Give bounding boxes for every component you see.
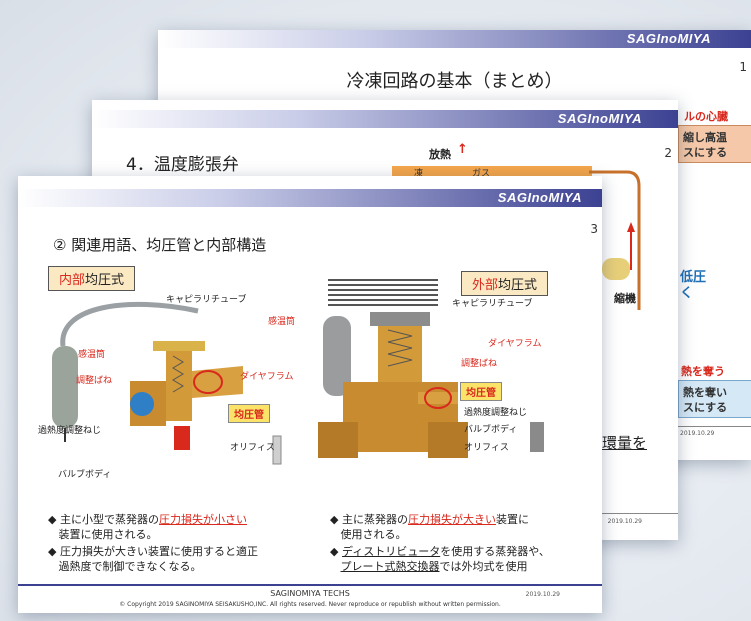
date: 2019.10.29 <box>680 430 715 437</box>
external-equalizer-tag: 外部均圧式 <box>461 271 549 296</box>
heat-release-label: 放熱 <box>429 148 451 161</box>
brand-logo: SAGInoMIYA <box>557 111 642 126</box>
left-bullet-1: ◆ 主に小型で蒸発器の圧力損失が小さい 装置に使用される。 <box>48 512 318 542</box>
left-label-capillary: キャピラリチューブ <box>166 295 247 305</box>
left-b2-line-2: 過熱度で制御できなくなる。 <box>58 560 202 573</box>
left-bullet-2: ◆ 圧力損失が大きい装置に使用すると適正 過熱度で制御できなくなる。 <box>48 544 328 574</box>
compressor-shape <box>602 258 630 280</box>
external-valve-illustration <box>318 279 544 458</box>
slide-3: SAGInoMIYA 3 ② 関連用語、均圧管と内部構造 内部均圧式 外部均圧式… <box>18 176 602 613</box>
page-number: 3 <box>590 222 598 236</box>
footer-copyright: © Copyright 2019 SAGINOMIYA SEISAKUSHO,I… <box>18 601 602 608</box>
snippet-box-2-line-2: スにする <box>683 401 728 414</box>
copyright-icon: © <box>119 601 126 608</box>
left-label-superheat-screw: 過熱度調整ねじ <box>38 426 102 436</box>
refrigerant-pipe <box>589 170 641 310</box>
compressor-label: 縮機 <box>614 292 636 305</box>
footer-org: SAGINOMIYA TECHS <box>270 589 350 598</box>
left-b1-pre: 主に小型で蒸発器の <box>59 513 159 526</box>
bullet-mark: ◆ <box>48 513 57 526</box>
left-label-bulb: 感温筒 <box>78 350 106 360</box>
right-label-body: バルブボディ <box>464 425 518 435</box>
snippet-box-1-line-2: スにする <box>683 146 728 159</box>
date: 2019.10.29 <box>525 591 560 598</box>
footer-copyright-text: Copyright 2019 SAGINOMIYA SEISAKUSHO,INC… <box>127 601 501 608</box>
date: 2019.10.29 <box>607 518 642 525</box>
brand-logo: SAGInoMIYA <box>626 31 711 46</box>
external-tag-highlight: 外部 <box>472 278 499 293</box>
snippet-take: 熱を奪う <box>681 365 725 378</box>
right-b2-plate-hx: プレート式熱交換器 <box>340 560 440 573</box>
brand-logo: SAGInoMIYA <box>497 190 582 205</box>
left-b1-highlight: 圧力損失が小さい <box>158 513 247 526</box>
condenser-label: 凍 <box>414 169 424 179</box>
right-label-spring: 調整ばね <box>461 359 498 369</box>
bullet-mark: ◆ <box>330 545 339 558</box>
up-arrow-icon: ↑ <box>457 142 468 157</box>
right-label-diaphragm: ダイヤフラム <box>488 339 542 349</box>
circulation-text: 環量を <box>602 434 648 452</box>
right-b1-pre: 主に蒸発器の <box>341 513 408 526</box>
snippet-box-1: 縮し高温 スにする <box>678 125 751 163</box>
left-label-diaphragm: ダイヤフラム <box>240 372 294 382</box>
bullet-mark: ◆ <box>48 545 57 558</box>
snippet-box-1-line-1: 縮し高温 <box>683 131 727 144</box>
internal-tag-highlight: 内部 <box>59 273 86 288</box>
right-label-bulb: 感温筒 <box>268 317 296 327</box>
gas-label: ガス <box>472 169 491 179</box>
right-b2-post-1: を使用する蒸発器や、 <box>440 545 550 558</box>
snippet-heart: ルの心臓 <box>684 110 728 123</box>
right-bullet-2: ◆ ディストリビュータを使用する蒸発器や、 プレート式熱交換器では外均式を使用 <box>330 544 600 574</box>
right-label-superheat-screw: 過熱度調整ねじ <box>464 408 528 418</box>
divider <box>678 426 751 427</box>
page-number: 2 <box>664 146 672 160</box>
internal-valve-illustration <box>52 301 282 465</box>
internal-tag-text: 均圧式 <box>85 273 125 288</box>
slide-title: 4．温度膨張弁 <box>126 155 239 175</box>
snippet-ku: く <box>680 286 694 301</box>
slide-2-header-band <box>92 110 678 128</box>
slide-title: 冷凍回路の基本（まとめ） <box>346 71 563 92</box>
snippet-box-2: 熱を奪い スにする <box>678 380 751 418</box>
slide-3-header-band <box>18 189 602 207</box>
left-label-orifice: オリフィス <box>230 443 275 453</box>
left-label-equalizer: 均圧管 <box>228 404 270 423</box>
page-number: 1 <box>739 60 747 74</box>
right-label-orifice: オリフィス <box>464 443 509 453</box>
right-b1-line-2: 使用される。 <box>340 528 407 541</box>
snippet-low: 低圧 <box>680 270 707 285</box>
slide-title: ② 関連用語、均圧管と内部構造 <box>53 236 267 254</box>
left-label-spring: 調整ばね <box>76 376 113 386</box>
left-label-body: バルブボディ <box>58 470 112 480</box>
right-label-capillary: キャピラリチューブ <box>452 299 533 309</box>
right-b1-highlight: 圧力損失が大きい <box>407 513 496 526</box>
bullet-mark: ◆ <box>330 513 339 526</box>
right-b1-post: 装置に <box>495 513 529 526</box>
right-b2-distributor: ディストリビュータ <box>341 545 441 558</box>
right-bullet-1: ◆ 主に蒸発器の圧力損失が大きい装置に 使用される。 <box>330 512 600 542</box>
snippet-box-2-line-1: 熱を奪い <box>683 386 727 399</box>
footer-divider <box>18 584 602 586</box>
left-b2-line-1: 圧力損失が大きい装置に使用すると適正 <box>59 545 258 558</box>
slide-1-header-band <box>158 30 751 48</box>
right-label-equalizer: 均圧管 <box>460 382 502 401</box>
right-b2-post-2: では外均式を使用 <box>439 560 528 573</box>
internal-equalizer-tag: 内部均圧式 <box>48 266 136 291</box>
left-b1-post: 装置に使用される。 <box>58 528 158 541</box>
external-tag-text: 均圧式 <box>498 278 538 293</box>
